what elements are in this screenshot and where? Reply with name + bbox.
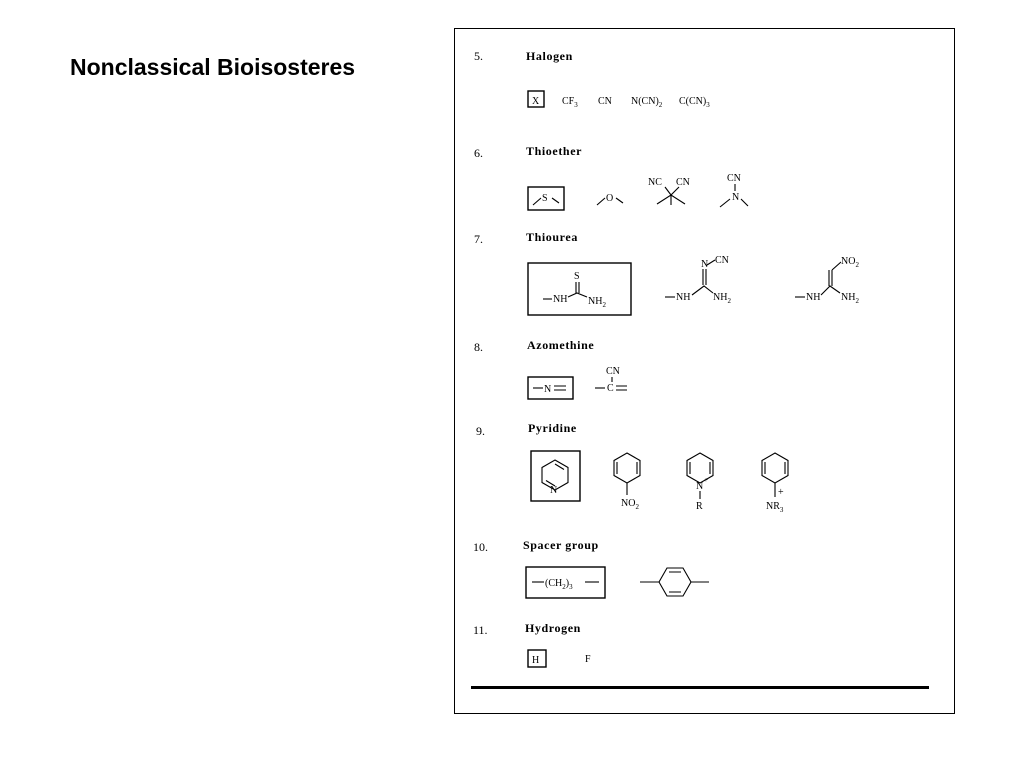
group-label: CF3 [562, 96, 578, 109]
section-thiourea: 7. Thiourea S NH NH2 N CN NH NH2 NO2 NH … [474, 230, 859, 316]
atom-label: NH2 [841, 292, 859, 305]
bioisostere-figure: 5. Halogen X CF3 CN N(CN)2 C(CN)3 6. Thi… [454, 28, 955, 714]
atom-label: R [696, 501, 703, 512]
section-heading: Pyridine [528, 421, 577, 435]
figure-drawing: 5. Halogen X CF3 CN N(CN)2 C(CN)3 6. Thi… [471, 49, 929, 689]
atom-label: O [606, 193, 613, 204]
atom-label: N [696, 481, 703, 492]
atom-label: N [732, 192, 739, 203]
group-label: X [532, 96, 540, 107]
atom-label: CN [676, 177, 690, 188]
section-azomethine: 8. Azomethine N CN C [474, 338, 627, 400]
section-number: 8. [474, 340, 483, 354]
section-number: 10. [473, 540, 488, 554]
slide-title: Nonclassical Bioisosteres [70, 54, 356, 80]
boxed-reference-group [525, 566, 606, 599]
section-halogen: 5. Halogen X CF3 CN N(CN)2 C(CN)3 [474, 49, 710, 109]
section-number: 11. [473, 623, 488, 637]
boxed-reference-group [527, 262, 632, 316]
atom-label: CN [606, 366, 620, 377]
section-heading: Hydrogen [525, 621, 581, 635]
section-heading: Thiourea [526, 230, 578, 244]
atom-label: NH [806, 292, 820, 303]
group-label: H [532, 655, 539, 666]
group-label: CN [598, 96, 612, 107]
boxed-reference-group [527, 90, 545, 108]
atom-label: N [550, 485, 557, 496]
boxed-reference-group [527, 376, 574, 400]
section-heading: Azomethine [527, 338, 594, 352]
section-heading: Thioether [526, 144, 582, 158]
section-number: 5. [474, 49, 483, 63]
atom-label: S [574, 271, 580, 282]
boxed-reference-group [527, 649, 547, 668]
charge-label: + [704, 476, 708, 484]
section-number: 6. [474, 146, 483, 160]
bottom-rule [471, 686, 929, 689]
atom-label: NH [553, 294, 567, 305]
atom-label: N [544, 384, 551, 395]
atom-label: CN [727, 173, 741, 184]
section-pyridine: 9. Pyridine N NO2 N + R + NR3 [476, 421, 789, 514]
group-label: (CH2)3 [545, 578, 573, 591]
atom-label: NH [676, 292, 690, 303]
atom-label: N [701, 259, 708, 270]
group-label: N(CN)2 [631, 96, 663, 109]
atom-label: NH2 [713, 292, 731, 305]
section-spacer-group: 10. Spacer group (CH2)3 [473, 538, 709, 599]
group-label: C(CN)3 [679, 96, 710, 109]
atom-label: NO2 [841, 256, 859, 269]
section-hydrogen: 11. Hydrogen H F [473, 621, 591, 668]
atom-label: NO2 [621, 498, 639, 511]
atom-label: NH2 [588, 296, 606, 309]
boxed-reference-group [530, 450, 581, 502]
atom-label: S [542, 193, 548, 204]
section-heading: Spacer group [523, 538, 599, 552]
charge-label: + [778, 487, 784, 498]
section-number: 9. [476, 424, 485, 438]
group-label: F [585, 654, 591, 665]
section-thioether: 6. Thioether S O NC CN CN N [474, 144, 749, 211]
section-heading: Halogen [526, 49, 573, 63]
atom-label: CN [715, 255, 729, 266]
atom-label: NC [648, 177, 662, 188]
section-number: 7. [474, 232, 483, 246]
atom-label: NR3 [766, 501, 784, 514]
atom-label: C [607, 383, 614, 394]
boxed-reference-group [527, 186, 565, 211]
